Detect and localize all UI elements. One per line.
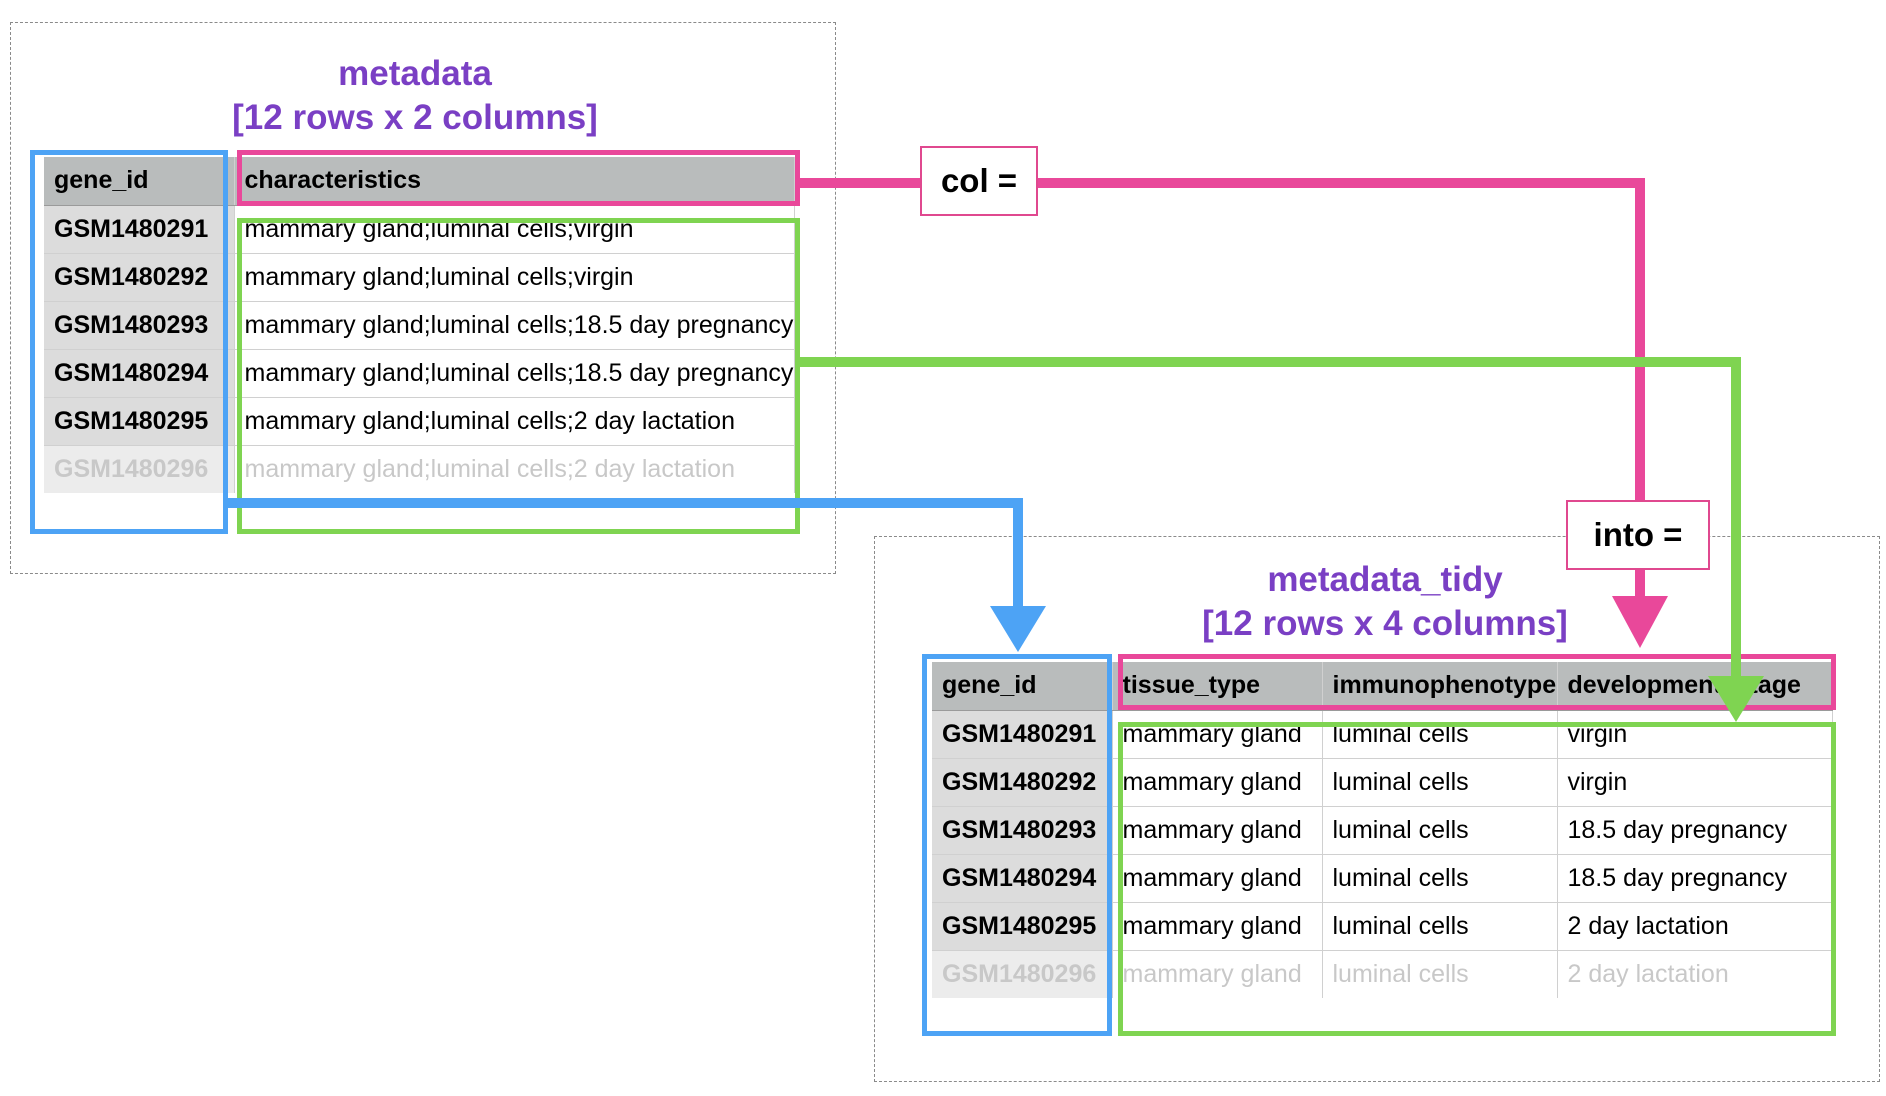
target-col-gene-id: gene_id <box>932 662 1113 711</box>
cell-gene-id: GSM1480293 <box>44 301 235 350</box>
cell-characteristics: mammary gland;luminal cells;18.5 day pre… <box>234 349 795 398</box>
spacer-cell <box>234 493 794 529</box>
target-header-row: gene_id tissue_type immunophenotype deve… <box>932 662 1833 711</box>
cell-gene-id: GSM1480295 <box>932 902 1113 951</box>
cell-gene-id: GSM1480292 <box>44 253 235 302</box>
cell-tissue-type: mammary gland <box>1112 854 1323 903</box>
table-row: GSM1480294 mammary gland luminal cells 1… <box>932 854 1833 903</box>
spacer-cell <box>1112 998 1322 1034</box>
source-table: gene_id characteristics GSM1480291 mamma… <box>44 157 795 529</box>
cell-immunophenotype: luminal cells <box>1322 950 1558 998</box>
cell-development-stage: virgin <box>1557 710 1833 759</box>
cell-gene-id: GSM1480294 <box>44 349 235 398</box>
cell-gene-id: GSM1480296 <box>44 445 235 493</box>
spacer-cell <box>1557 998 1832 1034</box>
cell-immunophenotype: luminal cells <box>1322 710 1558 759</box>
table-row: GSM1480291 mammary gland luminal cells v… <box>932 710 1833 759</box>
cell-gene-id: GSM1480292 <box>932 758 1113 807</box>
cell-immunophenotype: luminal cells <box>1322 758 1558 807</box>
target-table: gene_id tissue_type immunophenotype deve… <box>932 662 1833 1034</box>
pink-arrow-line <box>800 178 1645 596</box>
cell-immunophenotype: luminal cells <box>1322 902 1558 951</box>
cell-characteristics: mammary gland;luminal cells;virgin <box>234 205 795 254</box>
cell-gene-id: GSM1480291 <box>44 205 235 254</box>
target-col-tissue-type: tissue_type <box>1112 662 1323 711</box>
cell-tissue-type: mammary gland <box>1112 710 1323 759</box>
cell-development-stage: 18.5 day pregnancy <box>1557 806 1833 855</box>
cell-immunophenotype: luminal cells <box>1322 806 1558 855</box>
table-row-spacer <box>932 998 1832 1034</box>
cell-gene-id: GSM1480293 <box>932 806 1113 855</box>
table-row: GSM1480294 mammary gland;luminal cells;1… <box>44 349 795 398</box>
cell-characteristics: mammary gland;luminal cells;18.5 day pre… <box>234 301 795 350</box>
table-row-faded: GSM1480296 mammary gland;luminal cells;2… <box>44 445 795 493</box>
cell-development-stage: 18.5 day pregnancy <box>1557 854 1833 903</box>
source-title-block: metadata [12 rows x 2 columns] <box>180 52 650 140</box>
cell-development-stage: 2 day lactation <box>1557 950 1833 998</box>
target-col-development-stage: development_stage <box>1557 662 1833 711</box>
col-label: col = <box>920 146 1038 216</box>
target-subtitle: [12 rows x 4 columns] <box>1202 604 1568 643</box>
cell-gene-id: GSM1480295 <box>44 397 235 446</box>
cell-tissue-type: mammary gland <box>1112 806 1323 855</box>
cell-tissue-type: mammary gland <box>1112 950 1323 998</box>
table-row: GSM1480291 mammary gland;luminal cells;v… <box>44 205 795 254</box>
source-col-characteristics: characteristics <box>234 157 795 206</box>
table-row: GSM1480295 mammary gland;luminal cells;2… <box>44 397 795 446</box>
cell-immunophenotype: luminal cells <box>1322 854 1558 903</box>
source-col-gene-id: gene_id <box>44 157 235 206</box>
target-col-immunophenotype: immunophenotype <box>1322 662 1558 711</box>
spacer-cell <box>44 493 234 529</box>
cell-characteristics: mammary gland;luminal cells;2 day lactat… <box>234 397 795 446</box>
cell-gene-id: GSM1480294 <box>932 854 1113 903</box>
table-row-faded: GSM1480296 mammary gland luminal cells 2… <box>932 950 1833 998</box>
table-row: GSM1480292 mammary gland;luminal cells;v… <box>44 253 795 302</box>
table-row: GSM1480293 mammary gland luminal cells 1… <box>932 806 1833 855</box>
cell-tissue-type: mammary gland <box>1112 758 1323 807</box>
spacer-cell <box>932 998 1112 1034</box>
cell-development-stage: 2 day lactation <box>1557 902 1833 951</box>
target-title: metadata_tidy <box>1267 560 1503 599</box>
cell-characteristics: mammary gland;luminal cells;virgin <box>234 253 795 302</box>
cell-characteristics: mammary gland;luminal cells;2 day lactat… <box>234 445 795 493</box>
into-label: into = <box>1566 500 1710 570</box>
cell-tissue-type: mammary gland <box>1112 902 1323 951</box>
target-title-block: metadata_tidy [12 rows x 4 columns] <box>1170 558 1600 646</box>
cell-development-stage: virgin <box>1557 758 1833 807</box>
spacer-cell <box>1322 998 1557 1034</box>
source-header-row: gene_id characteristics <box>44 157 795 206</box>
cell-gene-id: GSM1480291 <box>932 710 1113 759</box>
source-title: metadata <box>338 54 492 93</box>
source-subtitle: [12 rows x 2 columns] <box>232 98 598 137</box>
table-row-spacer <box>44 493 794 529</box>
table-row: GSM1480295 mammary gland luminal cells 2… <box>932 902 1833 951</box>
table-row: GSM1480292 mammary gland luminal cells v… <box>932 758 1833 807</box>
cell-gene-id: GSM1480296 <box>932 950 1113 998</box>
table-row: GSM1480293 mammary gland;luminal cells;1… <box>44 301 795 350</box>
